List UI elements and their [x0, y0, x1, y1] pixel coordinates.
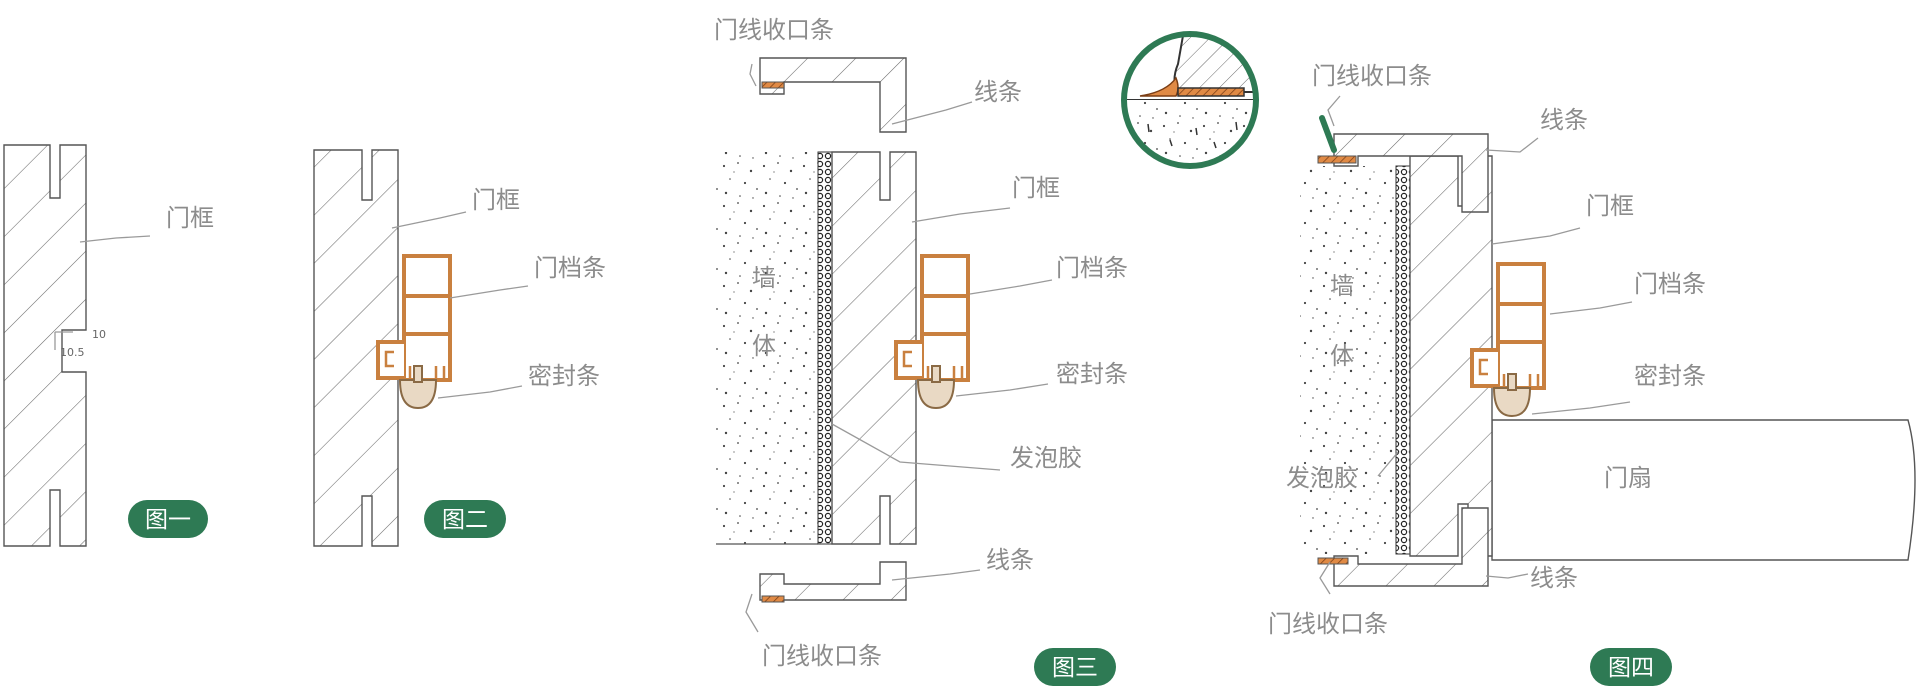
fig1-frame-profile [3, 144, 87, 547]
svg-text:图三: 图三 [1052, 655, 1098, 681]
fig1-frame-label: 门框 [166, 204, 214, 232]
fig3-frame-label: 门框 [1012, 174, 1060, 202]
fig3-wall [716, 152, 818, 544]
fig4-door-leaf [1491, 419, 1916, 561]
fig4-top-trim [1333, 133, 1489, 213]
fig1-dim-a: 10 [92, 328, 106, 341]
fig4-top-trim-label: 门线收口条 [1312, 62, 1432, 90]
fig4-foam [1395, 165, 1411, 555]
fig2-seal-label: 密封条 [528, 362, 600, 390]
fig3-bottom-trim [759, 561, 907, 601]
fig2-frame-profile [313, 149, 399, 547]
fig3-top-line-label: 线条 [974, 78, 1022, 106]
fig3-bottom-trim-label: 门线收口条 [762, 642, 882, 670]
fig1-dim-b: 10.5 [60, 346, 85, 359]
figure-1: 10 10.5 门框 图一 [3, 144, 214, 547]
fig3-top-trim-label: 门线收口条 [714, 16, 834, 44]
fig3-wall-label-1: 墙 [752, 264, 776, 292]
fig3-foam [817, 151, 833, 545]
fig4-bottom-trim [1333, 507, 1489, 587]
fig3-frame-profile [831, 151, 917, 545]
svg-text:图一: 图一 [145, 507, 191, 533]
fig3-wall-label-2: 体 [752, 332, 776, 360]
fig3-seal-label: 密封条 [1056, 360, 1128, 388]
fig3-bottom-line-label: 线条 [986, 546, 1034, 574]
fig4-frame-profile [1409, 155, 1493, 557]
fig3-foam-label: 发泡胶 [1010, 444, 1082, 472]
fig4-bottom-trim-label: 门线收口条 [1268, 610, 1388, 638]
figure-4: 门线收口条 线条 门框 墙 体 门档条 密封条 发泡胶 门扇 线条 门线收口条 … [1121, 31, 1916, 686]
fig4-top-line-label: 线条 [1540, 106, 1588, 134]
fig2-stop-label: 门档条 [534, 254, 606, 282]
fig4-wall-label-2: 体 [1330, 342, 1354, 370]
fig3-stop-label: 门档条 [1056, 254, 1128, 282]
fig4-badge: 图四 [1590, 648, 1672, 686]
fig2-badge: 图二 [424, 500, 506, 538]
fig4-bottom-line-label: 线条 [1530, 564, 1578, 592]
fig4-seal-label: 密封条 [1634, 362, 1706, 390]
fig4-wall-label-1: 墙 [1330, 272, 1354, 300]
fig4-foam-label: 发泡胶 [1286, 464, 1358, 492]
figure-3: 门线收口条 线条 门框 墙 体 门档条 密封条 发泡胶 线条 门线收口条 图三 [714, 16, 1128, 686]
fig3-top-trim [759, 57, 907, 133]
figure-2: 门框 门档条 密封条 图二 [313, 149, 606, 547]
fig4-frame-label: 门框 [1586, 192, 1634, 220]
fig4-wall [1300, 166, 1396, 554]
fig3-badge: 图三 [1034, 648, 1116, 686]
fig1-badge: 图一 [128, 500, 208, 538]
fig4-stop-label: 门档条 [1634, 270, 1706, 298]
svg-text:图二: 图二 [442, 507, 488, 533]
fig2-frame-label: 门框 [472, 186, 520, 214]
fig4-detail-callout [1121, 31, 1337, 169]
fig4-leaf-label: 门扇 [1604, 464, 1652, 492]
svg-text:图四: 图四 [1608, 655, 1654, 681]
